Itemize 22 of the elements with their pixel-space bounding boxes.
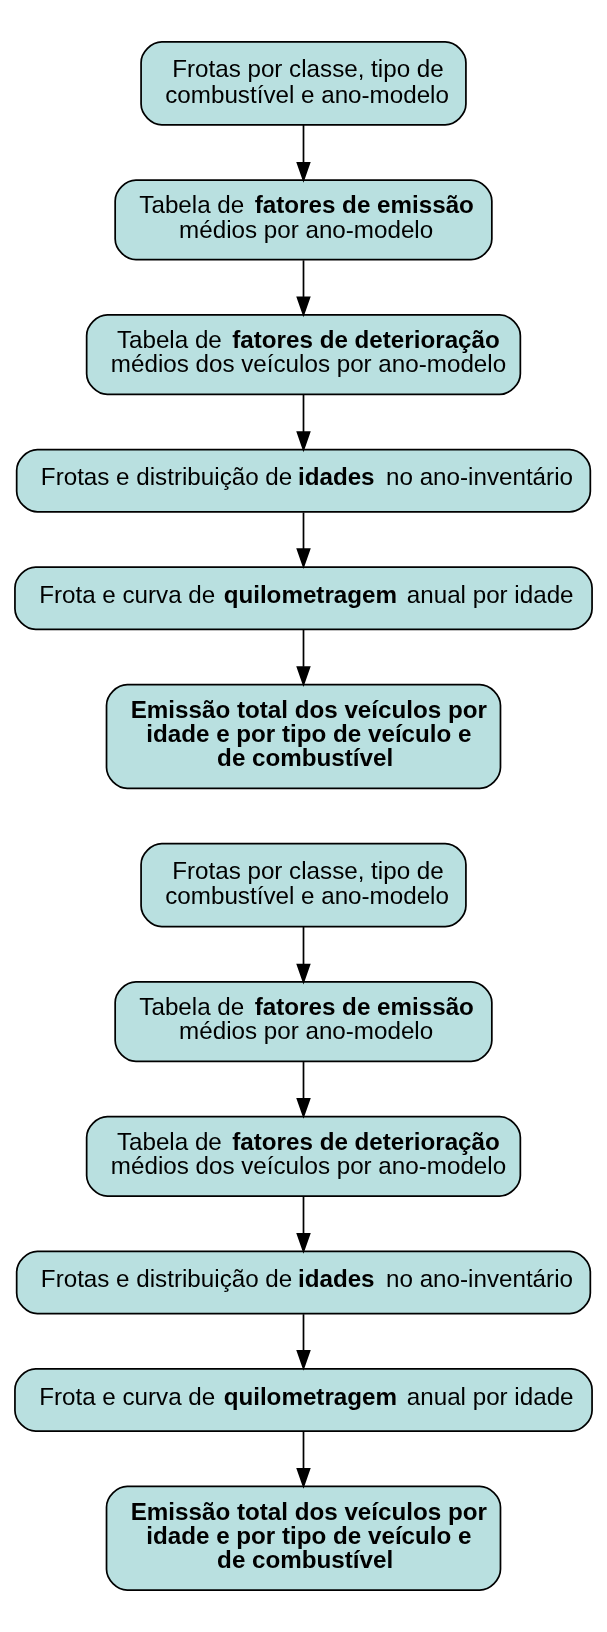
arrow	[296, 511, 311, 570]
node-box: Frota e curva de quilometragem anual por idade	[14, 566, 593, 631]
arrow	[296, 1061, 311, 1119]
node-box: Tabela de fatores de emissão médios por ano-modelo	[114, 981, 493, 1063]
arrow	[296, 1195, 311, 1254]
arrow	[296, 1430, 311, 1489]
node-box: Frotas por classe, tipo de combustível e ano-modelo	[140, 41, 467, 126]
node-box: Emissão total dos veículos por idade e por tipo de veículo e de combustível	[105, 683, 502, 790]
node-box: Frotas e distribuição de idades no ano-inventário	[15, 1250, 592, 1315]
node-box: Tabela de fatores de deterioração médios dos veículos por ano-modelo	[85, 1115, 522, 1197]
arrow	[296, 259, 311, 318]
node-box: Frota e curva de quilometragem anual por idade	[14, 1368, 593, 1432]
arrow	[296, 393, 311, 453]
node-box: Frotas por classe, tipo de combustível e ano-modelo	[140, 842, 467, 928]
arrow	[296, 925, 311, 985]
arrow	[296, 629, 311, 687]
node-box: Emissão total dos veículos por idade e por tipo de veículo e de combustível	[105, 1485, 502, 1591]
node-box: Tabela de fatores de deterioração médios dos veículos por ano-modelo	[85, 314, 522, 396]
arrow	[296, 1313, 311, 1371]
arrow	[296, 124, 311, 183]
node-box: Tabela de fatores de emissão médios por ano-modelo	[114, 179, 493, 261]
node-box: Frotas e distribuição de idades no ano-inventário	[15, 448, 592, 513]
